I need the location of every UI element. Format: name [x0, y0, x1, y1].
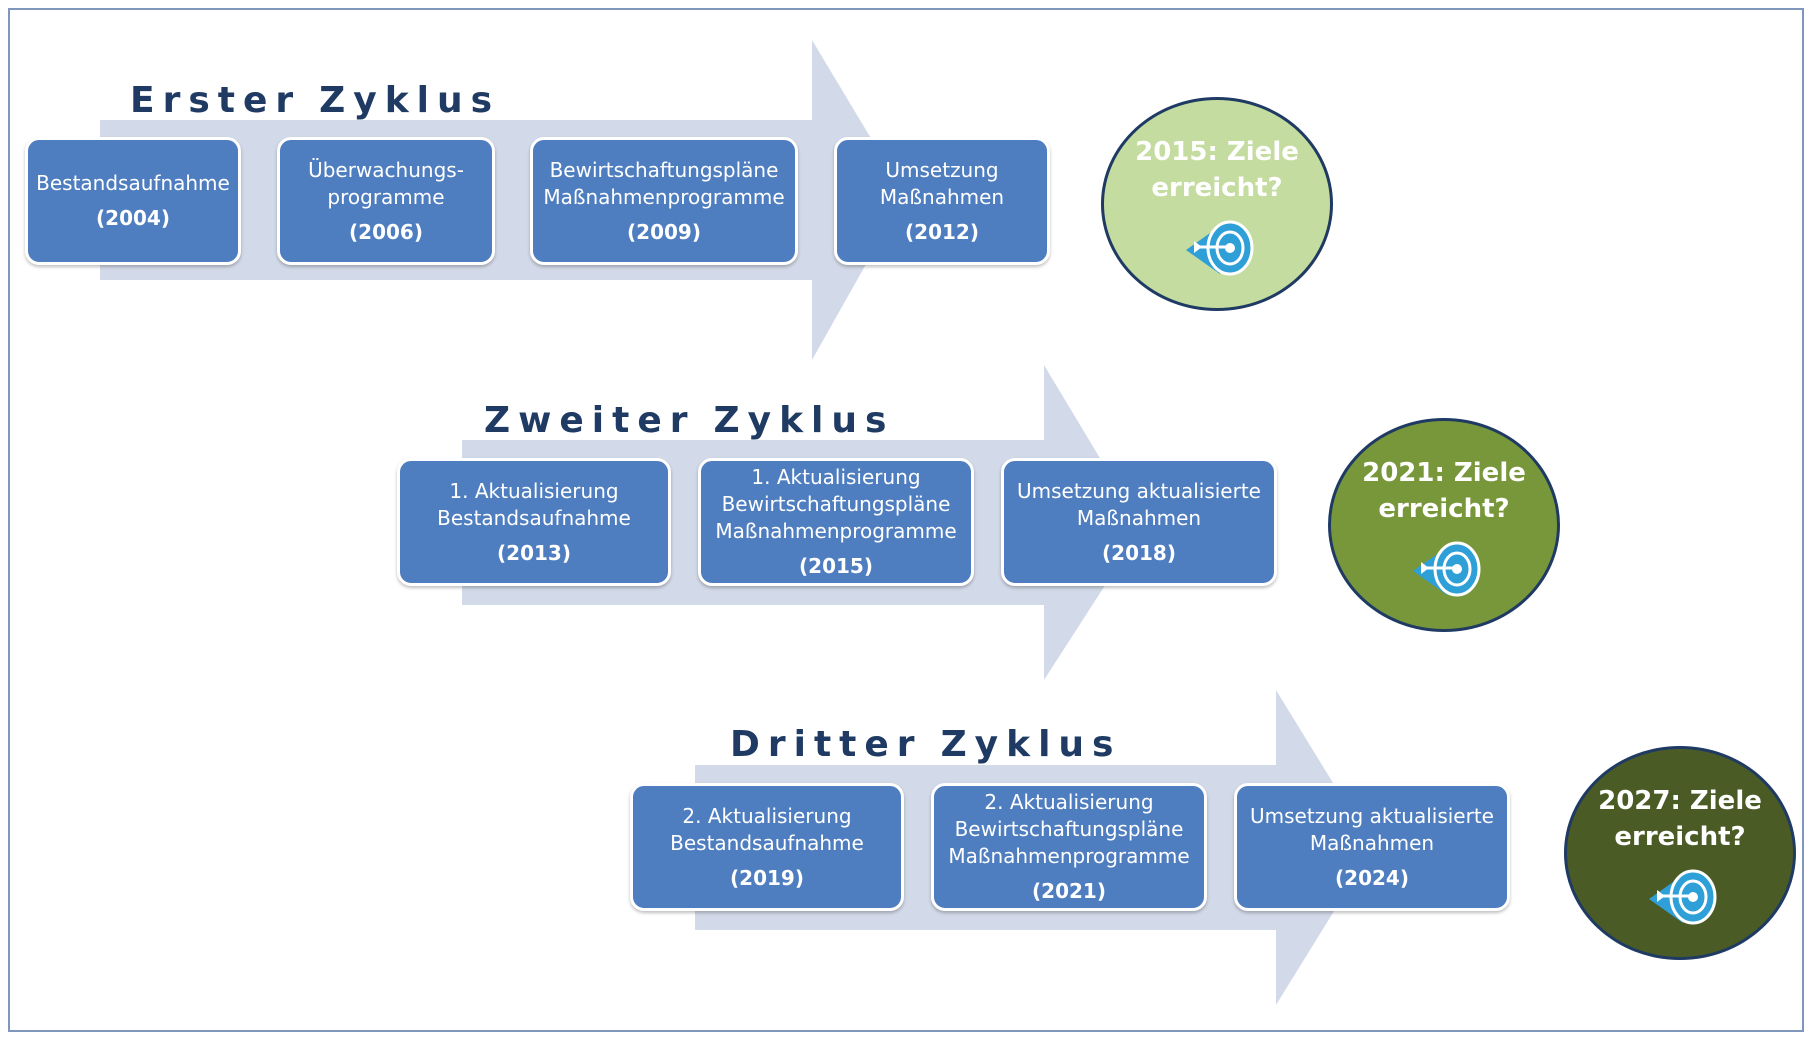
target-arrow-icon — [1186, 220, 1254, 276]
cycle-2-step-2: 1. Aktualisierung Bewirtschaftungspläne … — [698, 458, 974, 586]
step-label: Bestandsaufnahme — [36, 171, 230, 195]
step-label: 1. Aktualisierung Bestandsaufnahme — [437, 478, 631, 530]
cycle-1-step-1: Bestandsaufnahme (2004) — [25, 137, 241, 265]
cycle-2-goal-circle: 2021: Ziele erreicht? — [1328, 418, 1560, 632]
step-year: (2004) — [96, 206, 170, 230]
target-arrow-icon — [1649, 869, 1717, 925]
cycle-3-step-3: Umsetzung aktualisierte Maßnahmen (2024) — [1234, 783, 1510, 911]
step-label: Umsetzung aktualisierte Maßnahmen — [1250, 803, 1494, 855]
step-label: Bewirtschaftungspläne Maßnahmenprogramme — [543, 157, 785, 209]
goal-text: 2021: Ziele erreicht? — [1362, 458, 1526, 524]
step-year: (2019) — [730, 865, 804, 890]
cycle-1-arrow — [100, 40, 905, 360]
step-label: Umsetzung aktualisierte Maßnahmen — [1017, 478, 1261, 530]
step-year: (2024) — [1335, 865, 1409, 890]
step-label: 2. Aktualisierung Bewirtschaftungspläne … — [948, 790, 1190, 868]
cycle-1-step-2: Überwachungs- programme (2006) — [277, 137, 495, 265]
step-year: (2018) — [1102, 540, 1176, 565]
cycle-1-step-3: Bewirtschaftungspläne Maßnahmenprogramme… — [530, 137, 798, 265]
step-label: Umsetzung Maßnahmen — [879, 157, 1005, 209]
cycle-2-step-1: 1. Aktualisierung Bestandsaufnahme (2013… — [397, 458, 671, 586]
cycle-1-goal-circle: 2015: Ziele erreicht? — [1101, 97, 1333, 311]
cycle-1-step-4: Umsetzung Maßnahmen (2012) — [834, 137, 1050, 265]
step-year: (2021) — [1032, 879, 1106, 903]
cycle-2-step-3: Umsetzung aktualisierte Maßnahmen (2018) — [1001, 458, 1277, 586]
cycle-3-step-1: 2. Aktualisierung Bestandsaufnahme (2019… — [630, 783, 904, 911]
cycle-3-step-2: 2. Aktualisierung Bewirtschaftungspläne … — [931, 783, 1207, 911]
step-year: (2006) — [349, 219, 423, 244]
step-label: 1. Aktualisierung Bewirtschaftungspläne … — [715, 465, 957, 543]
goal-text: 2027: Ziele erreicht? — [1598, 786, 1762, 852]
step-year: (2015) — [799, 554, 873, 578]
step-year: (2012) — [905, 219, 979, 244]
cycle-3-goal-circle: 2027: Ziele erreicht? — [1564, 746, 1796, 960]
step-year: (2009) — [627, 219, 701, 244]
step-year: (2013) — [497, 540, 571, 565]
target-arrow-icon — [1413, 541, 1481, 597]
step-label: 2. Aktualisierung Bestandsaufnahme — [670, 803, 864, 855]
goal-text: 2015: Ziele erreicht? — [1135, 137, 1299, 203]
step-label: Überwachungs- programme — [308, 157, 464, 209]
diagram-frame — [8, 8, 1804, 1032]
